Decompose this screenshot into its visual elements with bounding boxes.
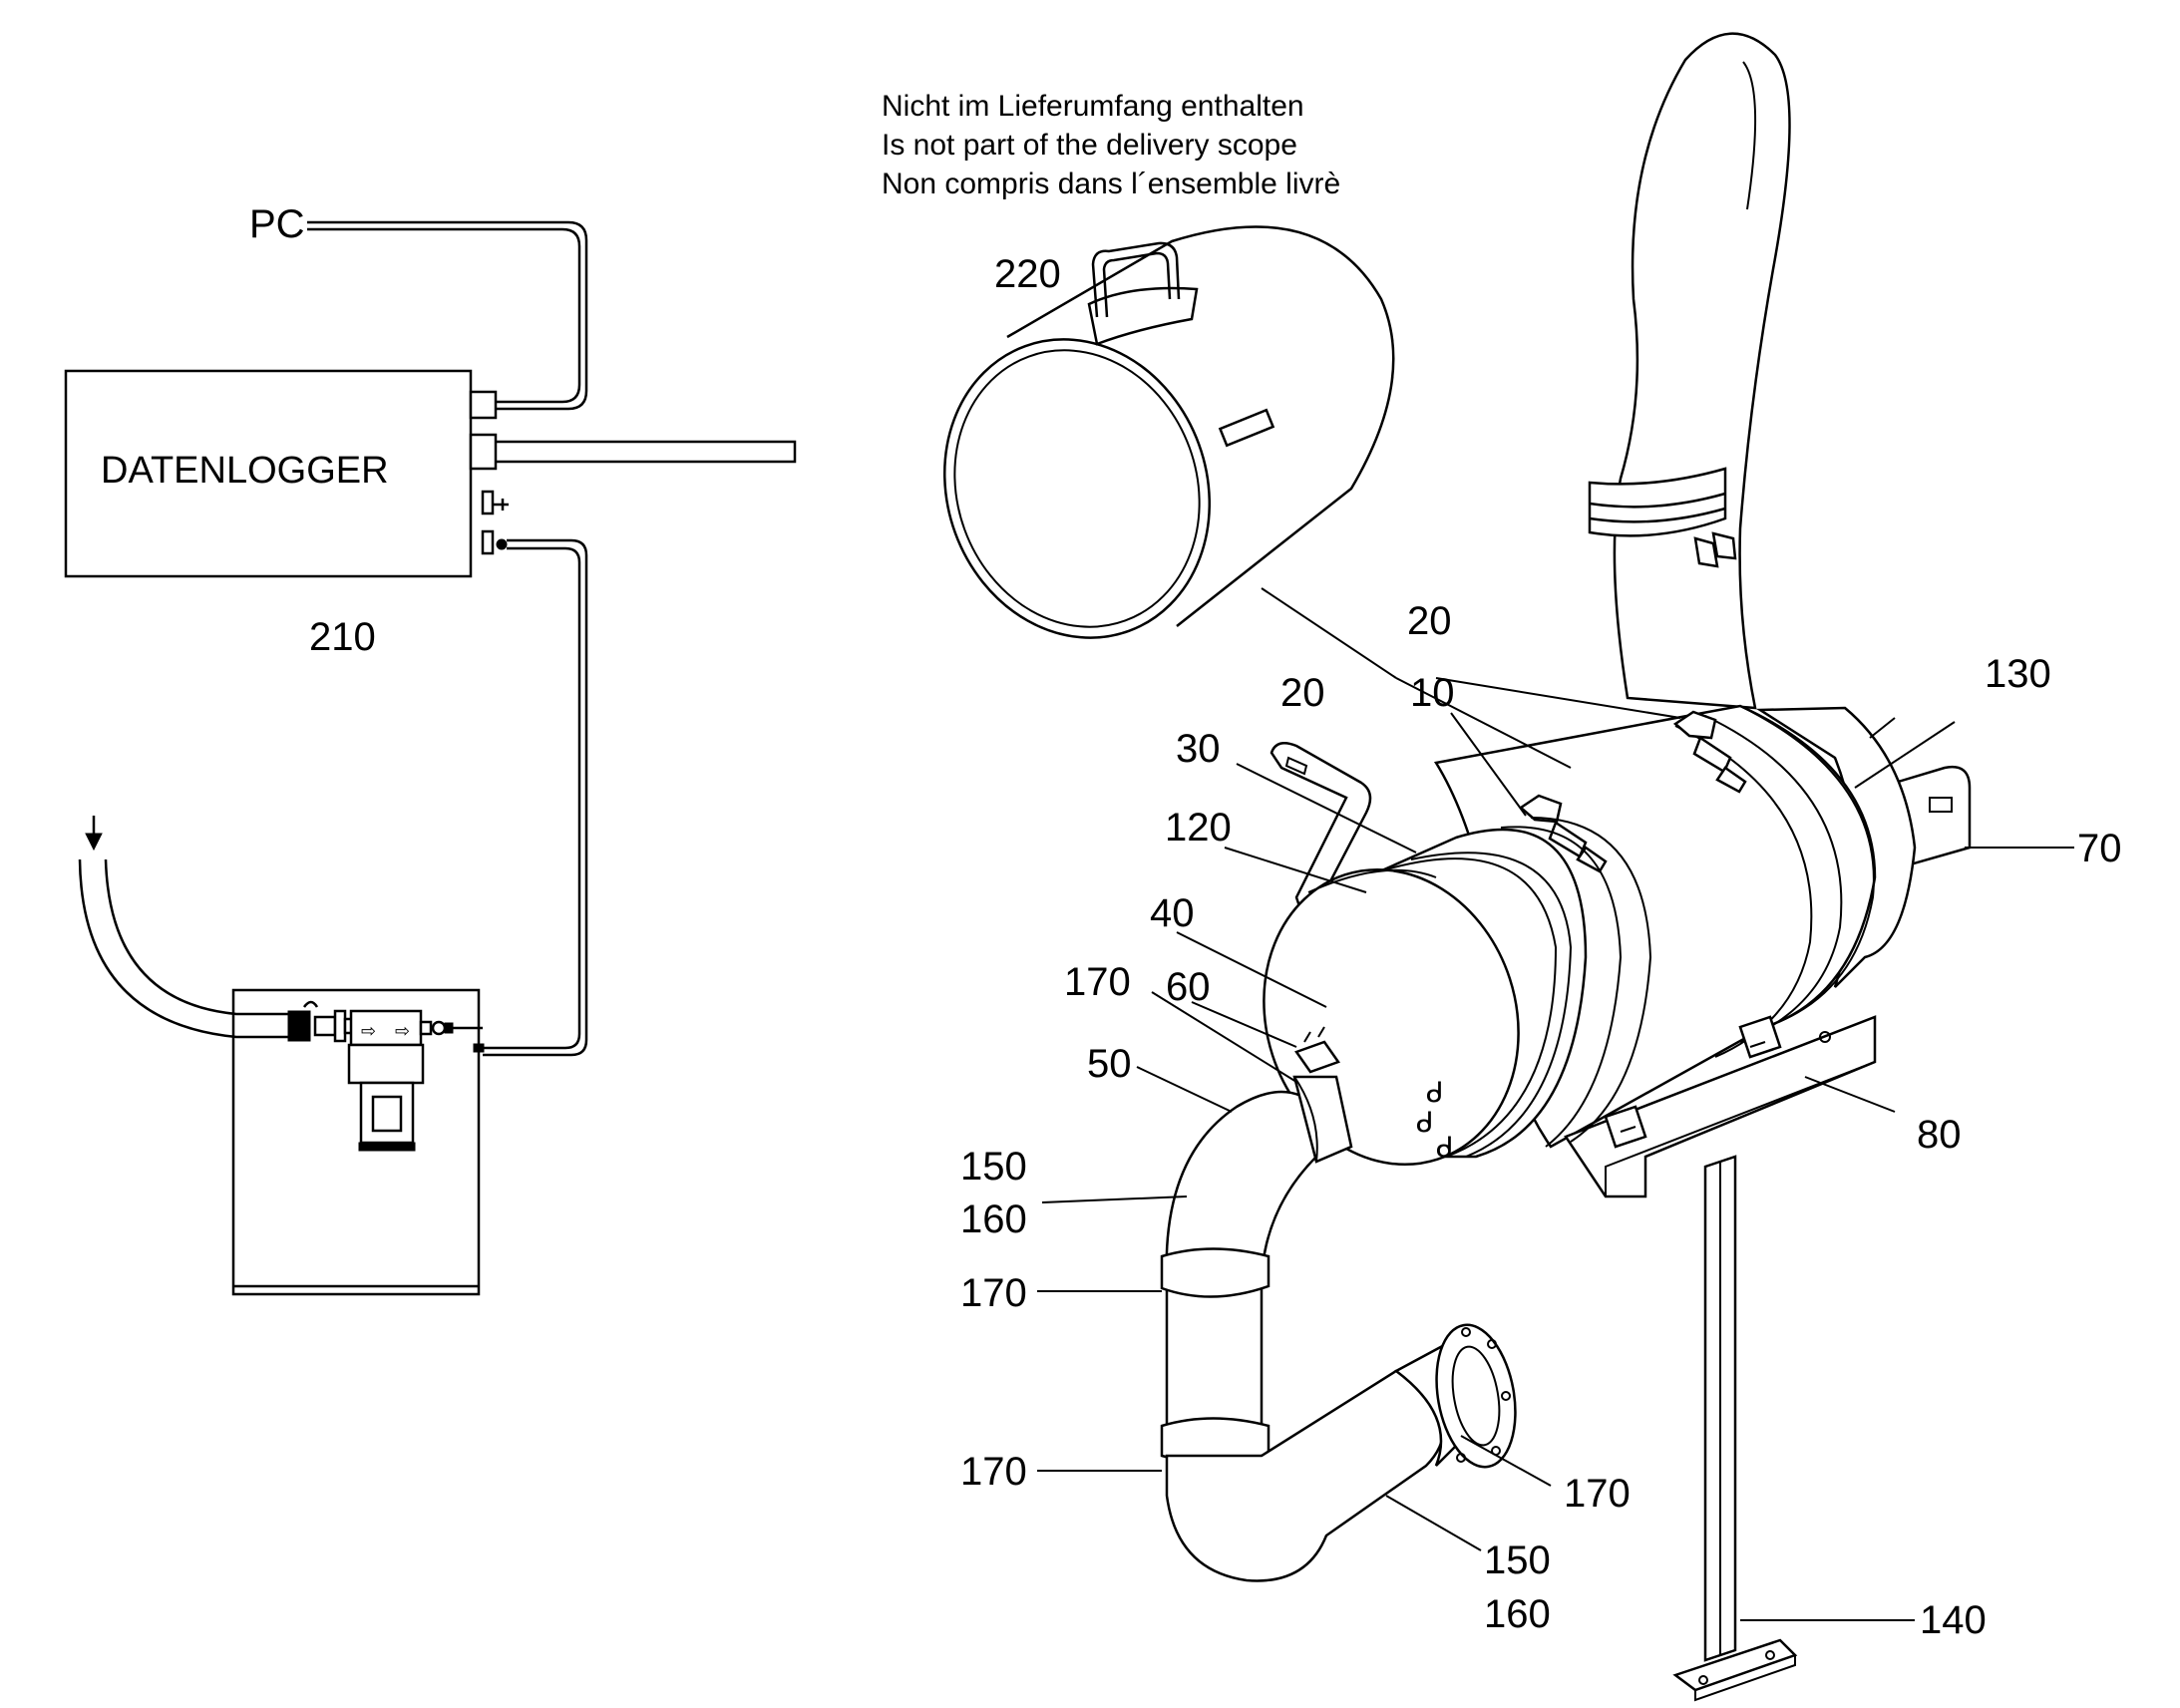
scope-note: Nicht im Lieferumfang enthalten Is not p… xyxy=(882,90,1340,200)
pc-label: PC xyxy=(249,202,305,246)
label-170-middle: 170 xyxy=(960,1271,1027,1315)
datalogger-setup: PC DATENLOGGER 210 ⇨ ⇨ xyxy=(64,202,797,1296)
label-50: 50 xyxy=(1087,1042,1132,1086)
datalogger-number: 210 xyxy=(309,615,376,659)
svg-text:ᑯ: ᑯ xyxy=(1436,1132,1454,1163)
label-60: 60 xyxy=(1166,965,1211,1009)
svg-text:Is not part of the delivery sc: Is not part of the delivery scope xyxy=(882,129,1297,162)
leader-lines xyxy=(1037,587,2074,1621)
label-160-upper: 160 xyxy=(960,1197,1027,1241)
rain-cap-220 xyxy=(942,225,1395,639)
label-170-lower: 170 xyxy=(960,1450,1027,1494)
label-80: 80 xyxy=(1917,1113,1962,1157)
label-30: 30 xyxy=(1176,727,1221,771)
label-20-upper: 20 xyxy=(1407,599,1452,643)
label-150-lower: 150 xyxy=(1484,1538,1551,1582)
label-20-lower: 20 xyxy=(1280,671,1325,715)
svg-text:⇨: ⇨ xyxy=(395,1021,410,1041)
label-130: 130 xyxy=(1985,652,2051,696)
label-40: 40 xyxy=(1150,891,1195,935)
label-170-top: 170 xyxy=(1064,960,1131,1004)
datalogger-box xyxy=(64,369,473,578)
svg-text:ᑯ: ᑯ xyxy=(1416,1107,1434,1138)
svg-text:Nicht im Lieferumfang enthalte: Nicht im Lieferumfang enthalten xyxy=(882,90,1304,123)
label-160-lower: 160 xyxy=(1484,1592,1551,1636)
svg-text:Non compris dans l´ensemble li: Non compris dans l´ensemble livrè xyxy=(882,168,1340,200)
svg-text:ᑯ: ᑯ xyxy=(1426,1077,1444,1108)
label-220: 220 xyxy=(994,252,1061,296)
filter-assembly: ᑯ ᑯ ᑯ xyxy=(1160,32,1972,1702)
label-150-upper: 150 xyxy=(960,1145,1027,1189)
part-labels: 220 20 130 20 10 30 120 70 40 170 60 50 … xyxy=(960,252,2122,1642)
label-140: 140 xyxy=(1920,1598,1987,1642)
label-10: 10 xyxy=(1410,671,1455,715)
datalogger-label: DATENLOGGER xyxy=(101,450,389,492)
svg-text:⇨: ⇨ xyxy=(361,1021,376,1041)
label-70: 70 xyxy=(2077,827,2122,870)
label-170-flange: 170 xyxy=(1564,1472,1631,1516)
label-120: 120 xyxy=(1165,806,1232,850)
